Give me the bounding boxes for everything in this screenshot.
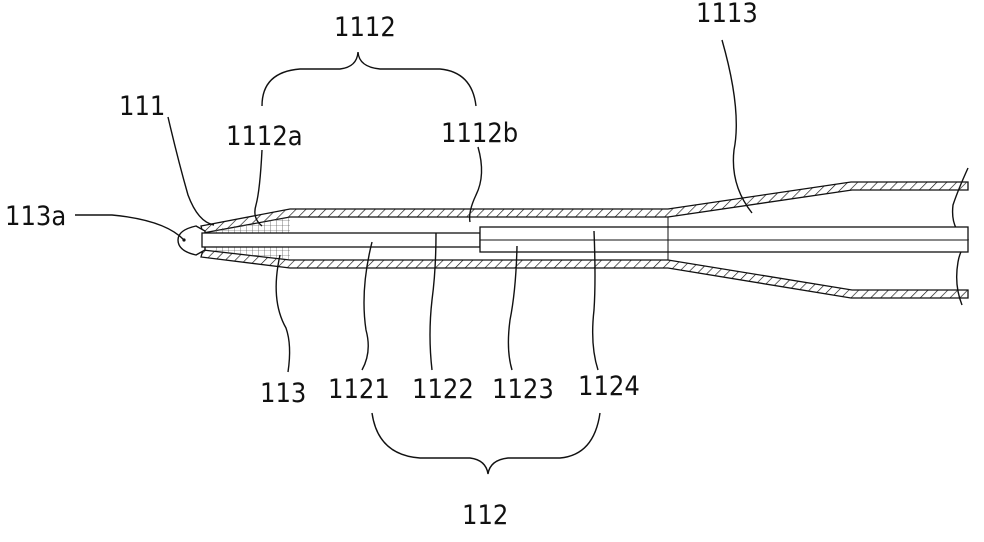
leader-1113 <box>721 39 753 214</box>
label-113a: 113a <box>5 201 66 232</box>
leader-1112b <box>468 146 483 223</box>
tube-wall-top <box>200 181 969 234</box>
leader-113 <box>275 254 291 373</box>
label-1113: 1113 <box>696 0 758 29</box>
inner-core <box>201 232 481 248</box>
leader-111 <box>167 116 215 226</box>
label-1121: 1121 <box>328 374 390 405</box>
label-112: 112 <box>462 500 508 531</box>
label-113: 113 <box>260 378 306 409</box>
leader-1121 <box>361 241 373 371</box>
leader-1122 <box>429 232 437 371</box>
leader-1124 <box>591 230 599 371</box>
label-1112a: 1112a <box>226 121 303 152</box>
label-1112b: 1112b <box>441 118 518 149</box>
label-111: 111 <box>119 91 165 122</box>
leader-113a <box>75 214 185 241</box>
label-1124: 1124 <box>578 371 640 402</box>
tube-wall-bottom <box>200 249 969 299</box>
leader-1123 <box>507 245 518 371</box>
brace-1112 <box>261 51 477 107</box>
tip-electrode <box>177 225 206 256</box>
leader-1112a <box>254 149 263 227</box>
brace-112 <box>371 412 601 475</box>
label-1123: 1123 <box>492 374 554 405</box>
label-1122: 1122 <box>412 374 474 405</box>
label-1112: 1112 <box>334 12 396 43</box>
